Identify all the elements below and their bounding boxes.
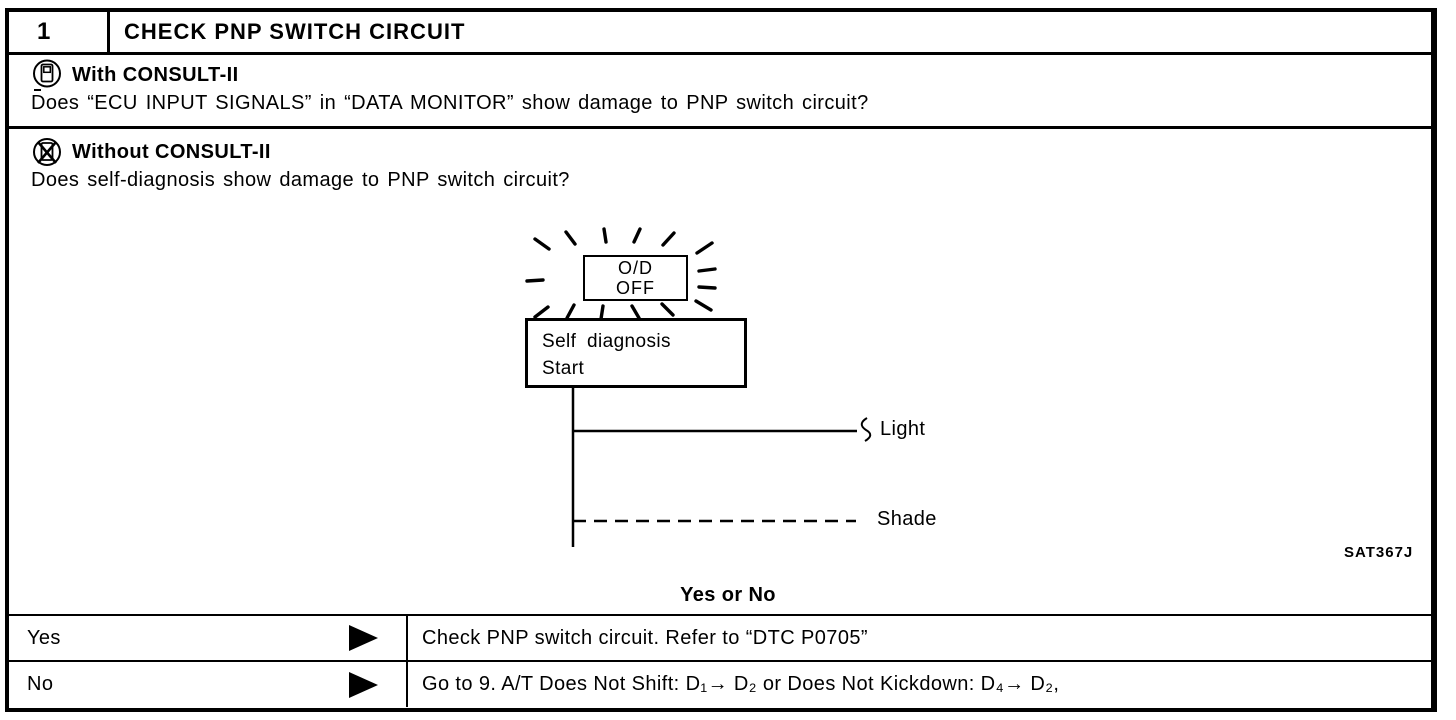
shade-label: Shade xyxy=(877,508,937,530)
action-text-yes: Check PNP switch circuit. Refer to “DTC … xyxy=(422,626,868,649)
self-diagnosis-line2: Start xyxy=(542,358,585,379)
light-label: Light xyxy=(880,418,926,440)
decision-row-yes: Yes Check PNP switch circuit. Refer to “… xyxy=(9,614,1431,660)
signal-timing-lines xyxy=(571,388,872,547)
without-consult-heading: Without CONSULT-II xyxy=(72,140,271,163)
without-consult-heading-row: Without CONSULT-II xyxy=(31,138,1431,166)
answer-cell: No xyxy=(9,662,408,707)
answer-label-yes: Yes xyxy=(27,626,61,649)
arrow-right-icon xyxy=(349,671,378,698)
without-consult-section: Without CONSULT-II Does self-diagnosis s… xyxy=(9,126,1431,614)
consult-tester-crossed-icon xyxy=(31,136,63,168)
with-consult-heading-row: With CONSULT-II xyxy=(31,58,1431,92)
self-diagnosis-line1: Self diagnosis xyxy=(542,331,671,352)
with-consult-section: With CONSULT-II Does “ECU INPUT SIGNALS”… xyxy=(9,52,1431,126)
decision-row-no: No Go to 9. A/T Does Not Shift: D₁→ D₂ o… xyxy=(9,660,1431,707)
flashing-rays-icon xyxy=(525,227,717,321)
consult-tester-icon xyxy=(31,58,63,92)
self-diagnosis-box: Self diagnosis Start xyxy=(525,318,747,388)
od-off-indicator: O/D OFF xyxy=(583,255,688,301)
answer-label-no: No xyxy=(27,673,54,695)
without-consult-question: Does self-diagnosis show damage to PNP s… xyxy=(31,169,570,191)
od-off-line2: OFF xyxy=(616,278,655,298)
arrow-right-icon xyxy=(349,625,378,651)
od-off-line1: O/D xyxy=(617,258,653,278)
action-text-no: Go to 9. A/T Does Not Shift: D₁→ D₂ or D… xyxy=(422,673,1060,695)
step-title: CHECK PNP SWITCH CIRCUIT xyxy=(124,19,466,44)
figure-code: SAT367J xyxy=(1344,544,1414,561)
step-header-row: 1 CHECK PNP SWITCH CIRCUIT xyxy=(9,12,1431,52)
step-number: 1 xyxy=(9,12,110,52)
diagnostic-step-table: 1 CHECK PNP SWITCH CIRCUIT With CONSULT-… xyxy=(5,8,1437,712)
decision-prompt: Yes or No xyxy=(680,584,776,606)
answer-cell: Yes xyxy=(9,616,408,660)
with-consult-question: Does “ECU INPUT SIGNALS” in “DATA MONITO… xyxy=(31,92,869,114)
with-consult-heading: With CONSULT-II xyxy=(72,63,239,86)
